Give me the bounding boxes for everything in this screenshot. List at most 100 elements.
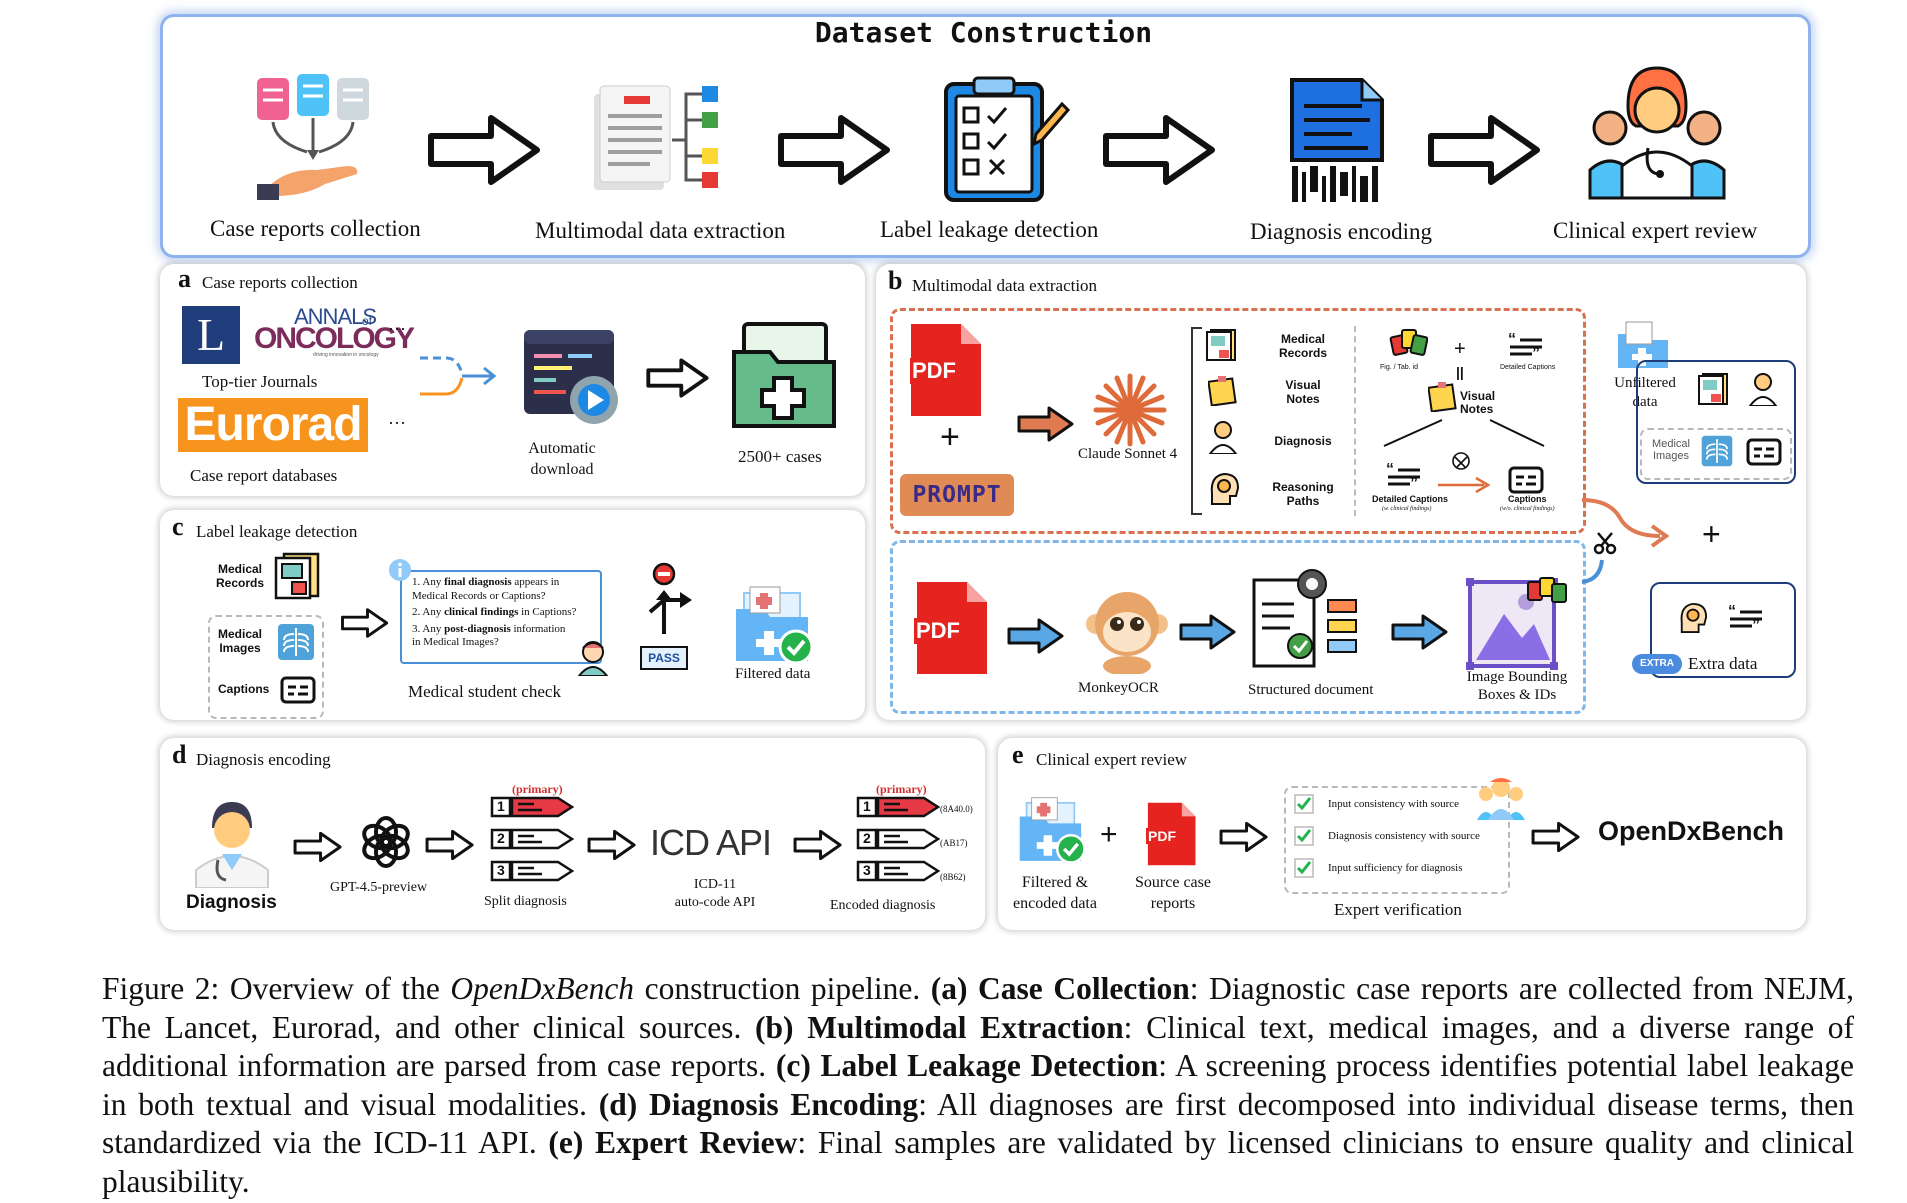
question-3: 3. Any post-diagnosis information [412,623,602,637]
caption-b-tag: (b) Multimodal Extraction [755,1009,1124,1045]
quote-lines-icon: “ ” [1508,332,1542,360]
caption-a-text: : Diagnostic case reports are collected … [102,971,1854,1045]
split-diagnosis-list [490,796,575,882]
sticky-note-icon [1208,376,1237,406]
arrow-icon [792,828,844,862]
quote-lines-icon: “ ” [1386,462,1420,490]
caption-bench: OpenDxBench [450,971,635,1006]
ellipsis: ··· [388,412,406,432]
brain-gear-icon [1210,472,1240,505]
question-2: 2. Any clinical findings in Captions? [412,606,602,620]
detailed-captions-sub: (w. clinical findings) [1382,506,1432,512]
arrow-icon [1390,612,1450,652]
structured-document-label: Structured document [1248,682,1374,698]
doctor-icon [195,802,269,888]
unfiltered-folder-icon [1618,321,1668,368]
rank-1: 1 [863,798,871,814]
panel-c-title: Label leakage detection [196,522,358,541]
q1-bold: final diagnosis [444,576,512,588]
panel-b-letter: b [888,266,903,295]
arrow-icon [425,110,545,190]
captions-label-b: Captions [1508,494,1547,504]
icd-code-1: (8A40.0) [940,804,973,814]
step-label-case-reports: Case reports collection [210,216,421,241]
plus-sign: + [940,418,960,456]
merge-curves [1581,498,1670,584]
rank-1: 1 [497,798,505,814]
primary-tag: (primary) [512,782,563,796]
claude-label: Claude Sonnet 4 [1078,446,1178,462]
unfiltered-images-1: Medical [1652,438,1690,450]
check-icon [1294,858,1314,878]
doctor-icon [1748,373,1778,406]
filtered-data-label: Filtered data [735,666,811,682]
prompt-badge: PROMPT [900,474,1014,516]
image-caption-group [208,615,324,719]
list-item-reasoning-1: Reasoning [1272,480,1334,494]
caption-d-text: : All diagnoses are first decomposed int… [102,1086,1854,1161]
case-reports-collection-icon [257,74,369,200]
svg-text:“: “ [1728,604,1736,620]
opendxbench-label: OpenDxBench [1598,816,1785,846]
q2-bold: clinical findings [444,606,519,618]
xray-icon [278,624,314,660]
unfiltered-data-box [1636,360,1796,484]
list-item-records-1: Medical [1280,332,1325,346]
caption-icon [1746,438,1782,466]
rank-2: 2 [863,830,871,846]
arrow-icon [775,110,895,190]
caption-after-bench: construction pipeline. [634,971,931,1006]
panel-d-encoding [160,738,985,930]
panel-a-letter: a [178,264,191,293]
source-case-1: Source case [1135,874,1211,891]
step-label-diagnosis-encoding: Diagnosis encoding [1250,219,1433,244]
arrow-icon [645,355,711,401]
eurorad-logo: Eurorad [178,398,368,452]
medical-images-line1: Medical [217,627,262,641]
svg-text:”: ” [1410,475,1418,490]
scissors-icon [1593,532,1617,555]
automatic-download-icon [524,330,618,424]
q3-post: information [510,622,566,635]
records-icon [1206,329,1236,361]
id-tags-icon [1389,329,1428,356]
cases-label: 2500+ cases [738,447,822,466]
panel-e-expert-review [998,738,1806,930]
claude-extraction-box [890,308,1586,534]
list-item-visual-notes: Visual Notes [1268,378,1338,406]
clipboard-checklist-icon [944,76,1070,202]
caption-a-tag: (a) Case Collection [930,971,1190,1006]
panel-c-letter: c [172,512,184,541]
plus-sign: + [1702,516,1721,552]
openai-icon [1452,452,1470,470]
caption-e-text: : Final samples are validated by license… [102,1125,1855,1199]
caption-b-text: : Clinical text, medical images, and a d… [102,1009,1854,1084]
merge-arrows-icon [420,356,497,396]
lancet-logo: L [182,306,240,364]
list-item-records-2: Records [1278,346,1328,360]
arrow-icon [1218,820,1270,854]
icd-label: ICD-11 auto-code API [656,876,774,912]
monkeyocr-extraction-box [890,540,1586,714]
monkeyocr-label: MonkeyOCR [1078,680,1159,696]
arrow-icon [1178,612,1238,652]
list-item-visual-2: Notes [1286,392,1320,406]
arrow-icon [1100,110,1220,190]
step-label-expert-review: Clinical expert review [1553,218,1758,243]
unfiltered-label: Unfiltered data [1606,374,1684,412]
unfiltered-label-2: data [1632,394,1658,410]
encoded-diagnosis-label: Encoded diagnosis [830,898,936,913]
list-item-reasoning: Reasoning Paths [1268,480,1338,508]
source-case-label: Source case reports [1118,872,1228,914]
download-label-1: Automatic [528,440,596,457]
dataset-construction-title: Dataset Construction [814,16,1153,49]
plus-sign: + [1100,818,1118,851]
doctor-icon [1208,421,1238,454]
fig-tab-label: Fig. / Tab. id [1380,364,1419,371]
download-label-2: download [530,461,594,478]
filtered-encoded-1: Filtered & [1021,874,1089,891]
icd-code-2: (AB17) [940,838,968,848]
captions-label: Captions [218,682,270,696]
pdf-label: PDF [1146,828,1178,844]
image-caption-group [1640,428,1792,480]
